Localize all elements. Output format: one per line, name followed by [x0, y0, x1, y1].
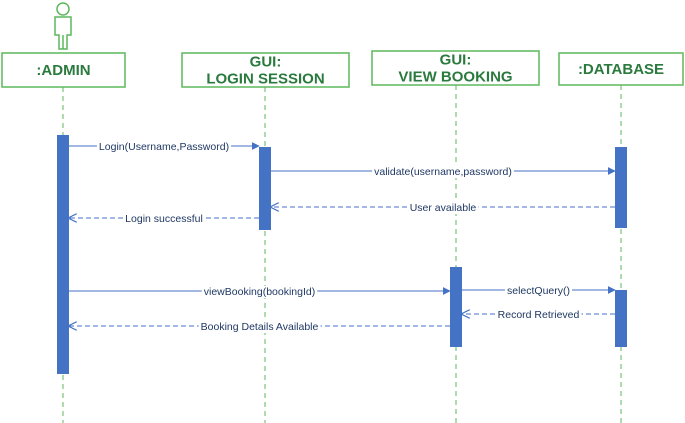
lifelines	[62, 85, 622, 423]
message-8: Booking Details Available	[69, 321, 450, 333]
participant-booking: GUI:VIEW BOOKING	[371, 50, 540, 86]
messages: Login(Username,Password) validate(usernam…	[69, 141, 616, 333]
participant-login: GUI:LOGIN SESSION	[181, 52, 350, 88]
stick-figure-icon	[54, 2, 72, 50]
message-label-background	[504, 285, 573, 297]
message-label-background	[201, 286, 318, 298]
message-label-background	[123, 213, 205, 225]
message-label-background	[96, 141, 232, 153]
participant-box-booking	[371, 50, 540, 86]
message-3: User available	[271, 202, 615, 214]
participant-box-login	[181, 52, 350, 88]
participant-box-database	[558, 52, 684, 86]
message-label: Record Retrieved	[498, 309, 580, 321]
activation-bar-database-2	[615, 290, 627, 347]
participant-admin: :ADMIN	[1, 52, 126, 88]
message-7: Record Retrieved	[462, 309, 615, 321]
message-label-background	[407, 202, 479, 214]
activations	[57, 135, 627, 374]
message-label: User available	[410, 202, 477, 214]
participant-label-database: :DATABASE	[578, 61, 664, 78]
activation-bar-database-1	[615, 147, 627, 228]
activation-bar-admin-1	[57, 135, 69, 374]
message-5: viewBooking(bookingId)	[69, 286, 451, 298]
participant-box-admin	[1, 52, 126, 88]
message-label-background	[372, 166, 514, 178]
message-label: Login(Username,Password)	[99, 141, 229, 153]
participant-database: :DATABASE	[558, 52, 684, 86]
message-label: selectQuery()	[507, 285, 570, 297]
activation-bar-booking-1	[450, 267, 462, 347]
message-label: Login successful	[125, 213, 203, 225]
message-label-background	[198, 321, 321, 333]
activation-bar-login-1	[259, 147, 271, 230]
message-label: Booking Details Available	[201, 321, 319, 333]
participant-label-login: GUI:	[250, 54, 282, 71]
participant-label-admin: :ADMIN	[36, 62, 90, 79]
participant-label-booking: VIEW BOOKING	[398, 69, 512, 86]
participant-label-login: LOGIN SESSION	[206, 71, 324, 88]
message-4: Login successful	[69, 213, 259, 225]
message-6: selectQuery()	[462, 285, 616, 297]
message-label-background	[495, 309, 582, 321]
message-label: viewBooking(bookingId)	[204, 286, 315, 298]
message-label: validate(username,password)	[374, 166, 512, 178]
message-2: validate(username,password)	[271, 166, 616, 178]
message-1: Login(Username,Password)	[69, 141, 260, 153]
participant-label-booking: GUI:	[440, 52, 472, 69]
